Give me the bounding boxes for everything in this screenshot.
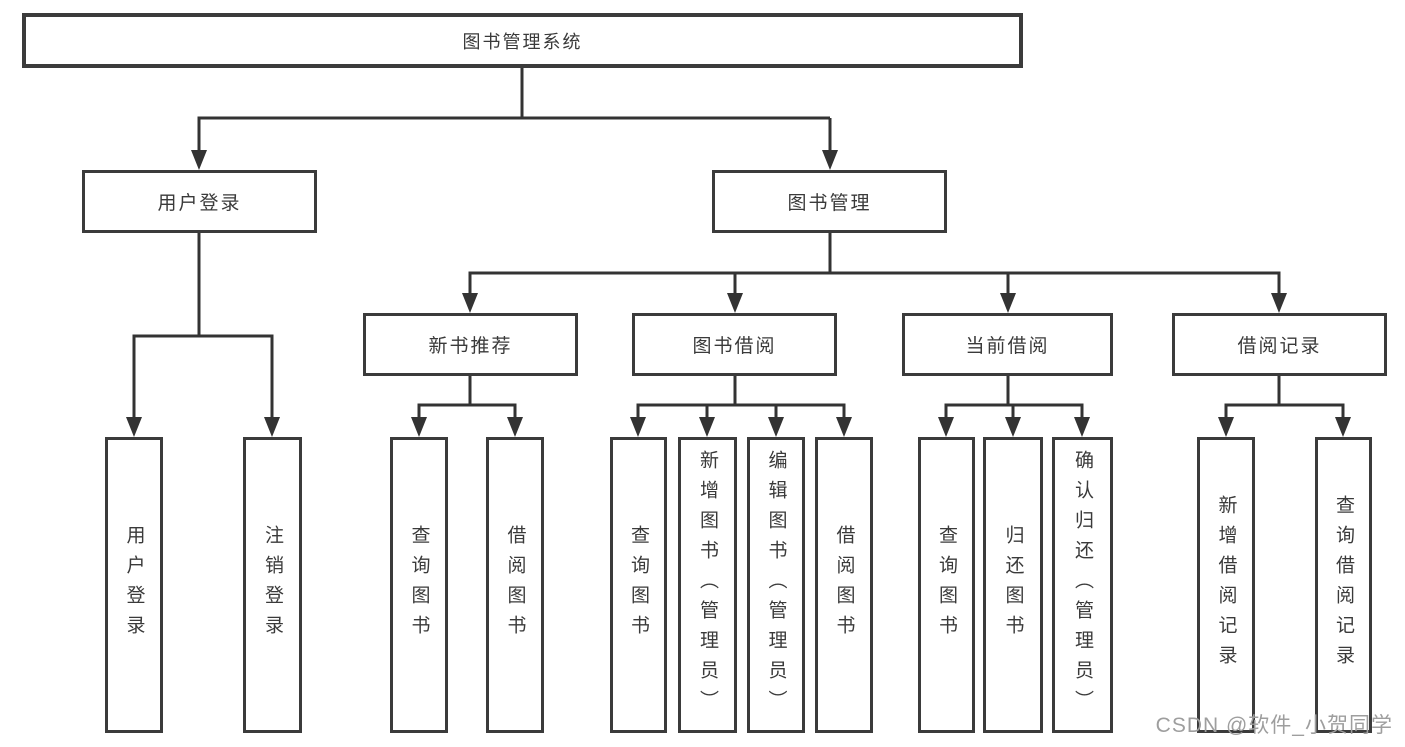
leaf-add-books-admin: 新增图书（管理员）: [678, 437, 737, 733]
leaf-confirm-return-admin: 确认归还（管理员）: [1052, 437, 1113, 733]
node-label: 当前借阅: [965, 336, 1050, 357]
node-label: 借阅图书: [504, 525, 526, 645]
node-label: 图书管理: [787, 193, 872, 214]
leaf-edit-books-admin: 编辑图书（管理员）: [747, 437, 805, 733]
leaf-query-books-recommend: 查询图书: [390, 437, 448, 733]
leaf-user-login: 用户登录: [105, 437, 163, 733]
node-label: 图书借阅: [692, 336, 777, 357]
leaf-query-books-borrowing: 查询图书: [610, 437, 667, 733]
node-label: 归还图书: [1002, 525, 1024, 645]
node-current-borrowing: 当前借阅: [902, 313, 1113, 376]
node-book-management: 图书管理: [712, 170, 947, 233]
node-label: 新增图书（管理员）: [697, 450, 718, 720]
node-label: 借阅记录: [1237, 336, 1322, 357]
node-label: 用户登录: [123, 525, 145, 645]
node-label: 查询借阅记录: [1333, 495, 1354, 675]
leaf-query-borrowing-record: 查询借阅记录: [1315, 437, 1372, 733]
leaf-borrow-books-recommend: 借阅图书: [486, 437, 544, 733]
node-user-login: 用户登录: [82, 170, 317, 233]
node-label: 用户登录: [157, 193, 242, 214]
node-library-management-system: 图书管理系统: [22, 13, 1023, 68]
node-label: 确认归还（管理员）: [1072, 450, 1093, 720]
node-label: 新增借阅记录: [1215, 495, 1237, 675]
node-label: 图书管理系统: [462, 31, 583, 52]
node-book-borrowing: 图书借阅: [632, 313, 837, 376]
node-label: 借阅图书: [833, 525, 855, 645]
node-label: 新书推荐: [428, 336, 513, 357]
csdn-watermark: CSDN @软件_小贺同学: [1155, 714, 1393, 737]
leaf-return-books: 归还图书: [983, 437, 1043, 733]
node-label: 查询图书: [936, 525, 957, 645]
node-new-book-recommendation: 新书推荐: [363, 313, 578, 376]
node-label: 查询图书: [408, 525, 430, 645]
node-label: 查询图书: [628, 525, 649, 645]
node-borrowing-records: 借阅记录: [1172, 313, 1387, 376]
node-label: 编辑图书（管理员）: [765, 450, 787, 720]
leaf-borrow-books-borrowing: 借阅图书: [815, 437, 873, 733]
leaf-query-books-current: 查询图书: [918, 437, 975, 733]
leaf-logout: 注销登录: [243, 437, 302, 733]
node-label: 注销登录: [262, 525, 283, 645]
leaf-add-borrowing-record: 新增借阅记录: [1197, 437, 1255, 733]
